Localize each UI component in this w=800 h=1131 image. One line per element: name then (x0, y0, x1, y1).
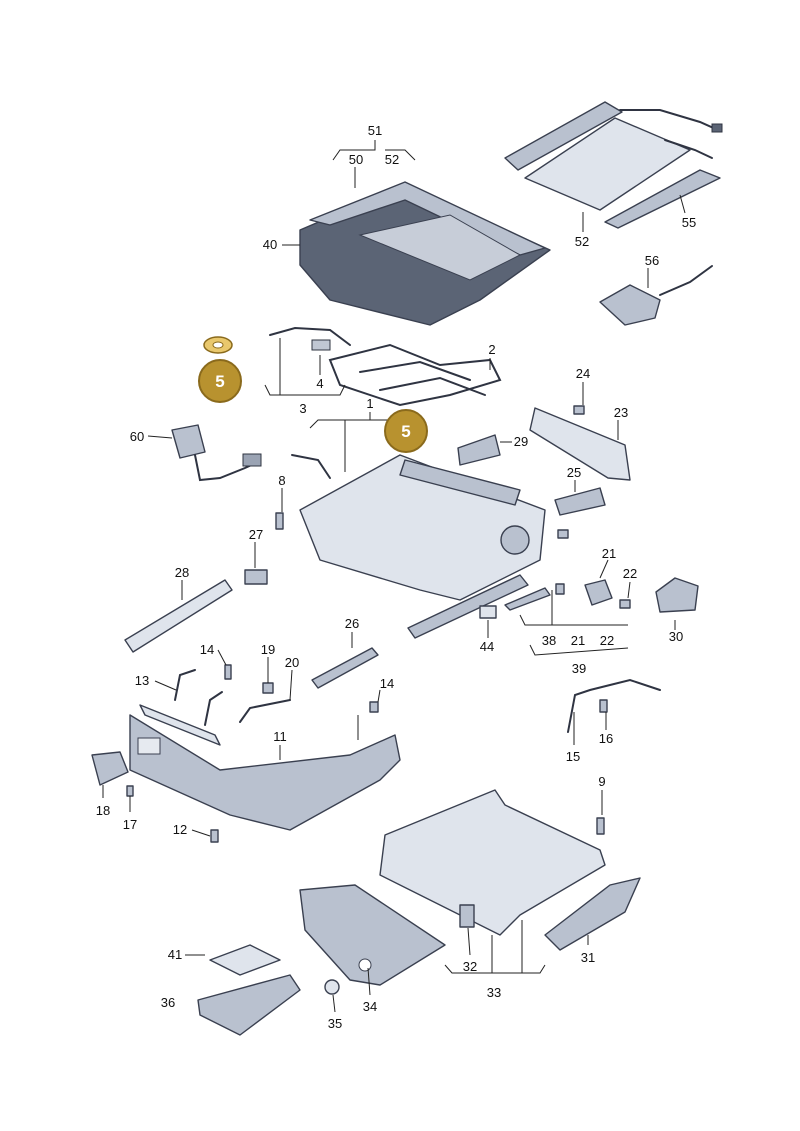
label-28: 28 (175, 565, 189, 580)
label-1: 1 (366, 396, 373, 411)
label-9: 9 (598, 774, 605, 789)
label-52-top: 52 (385, 152, 399, 167)
label-40: 40 (263, 237, 277, 252)
label-20: 20 (285, 655, 299, 670)
label-44: 44 (480, 639, 494, 654)
label-12: 12 (173, 822, 187, 837)
label-4: 4 (316, 376, 323, 391)
spring-mat (269, 326, 502, 407)
label-21-lower: 21 (571, 633, 585, 648)
label-60: 60 (130, 429, 144, 444)
label-38: 38 (542, 633, 556, 648)
label-27: 27 (249, 527, 263, 542)
label-25: 25 (567, 465, 581, 480)
seat-frame (299, 454, 546, 639)
label-11: 11 (273, 729, 287, 744)
label-8: 8 (278, 473, 285, 488)
label-51: 51 (368, 123, 382, 138)
label-14-left: 14 (200, 642, 214, 657)
badge-label: 5 (401, 422, 410, 441)
label-35: 35 (328, 1016, 342, 1031)
label-2: 2 (488, 342, 495, 357)
control-unit (599, 265, 713, 326)
heater-mat-assembly (504, 101, 723, 229)
part-badge-5-left: 5 (198, 359, 242, 403)
front-bracket (139, 669, 223, 746)
trim-panel (129, 714, 401, 831)
label-30: 30 (669, 629, 683, 644)
badge-label: 5 (215, 372, 224, 391)
label-56: 56 (645, 253, 659, 268)
label-39: 39 (572, 661, 586, 676)
part-18-handle (91, 751, 129, 786)
label-19: 19 (261, 642, 275, 657)
storage-drawer (197, 944, 301, 1036)
label-3: 3 (299, 401, 306, 416)
label-32: 32 (463, 959, 477, 974)
label-22-lower: 22 (600, 633, 614, 648)
label-34: 34 (363, 999, 377, 1014)
under-seat-panel (299, 884, 446, 986)
label-13: 13 (135, 673, 149, 688)
label-23: 23 (614, 405, 628, 420)
label-16: 16 (599, 731, 613, 746)
small-bracket-and-cap (324, 904, 475, 995)
label-31: 31 (581, 950, 595, 965)
label-52: 52 (575, 234, 589, 249)
side-trim-panel (544, 877, 641, 951)
part-badge-5-center: 5 (384, 409, 428, 453)
label-36: 36 (161, 995, 175, 1010)
label-18: 18 (96, 803, 110, 818)
label-14-right: 14 (380, 676, 394, 691)
side-parts (457, 407, 699, 619)
label-21-upper: 21 (602, 546, 616, 561)
label-26: 26 (345, 616, 359, 631)
label-15: 15 (566, 749, 580, 764)
label-24: 24 (576, 366, 590, 381)
label-41: 41 (168, 947, 182, 962)
seat-cushion (299, 181, 551, 326)
seat-rails (124, 569, 268, 653)
label-17: 17 (123, 817, 137, 832)
label-29: 29 (514, 434, 528, 449)
lower-frame (379, 789, 606, 936)
label-55: 55 (682, 215, 696, 230)
part-labels: 51 50 52 40 52 55 56 2 4 3 1 60 8 24 23 … (96, 123, 696, 1031)
seat-belt-buckle (171, 424, 262, 482)
label-50: 50 (349, 152, 363, 167)
leader-lines (102, 140, 686, 1013)
label-22-upper: 22 (623, 566, 637, 581)
label-33: 33 (487, 985, 501, 1000)
